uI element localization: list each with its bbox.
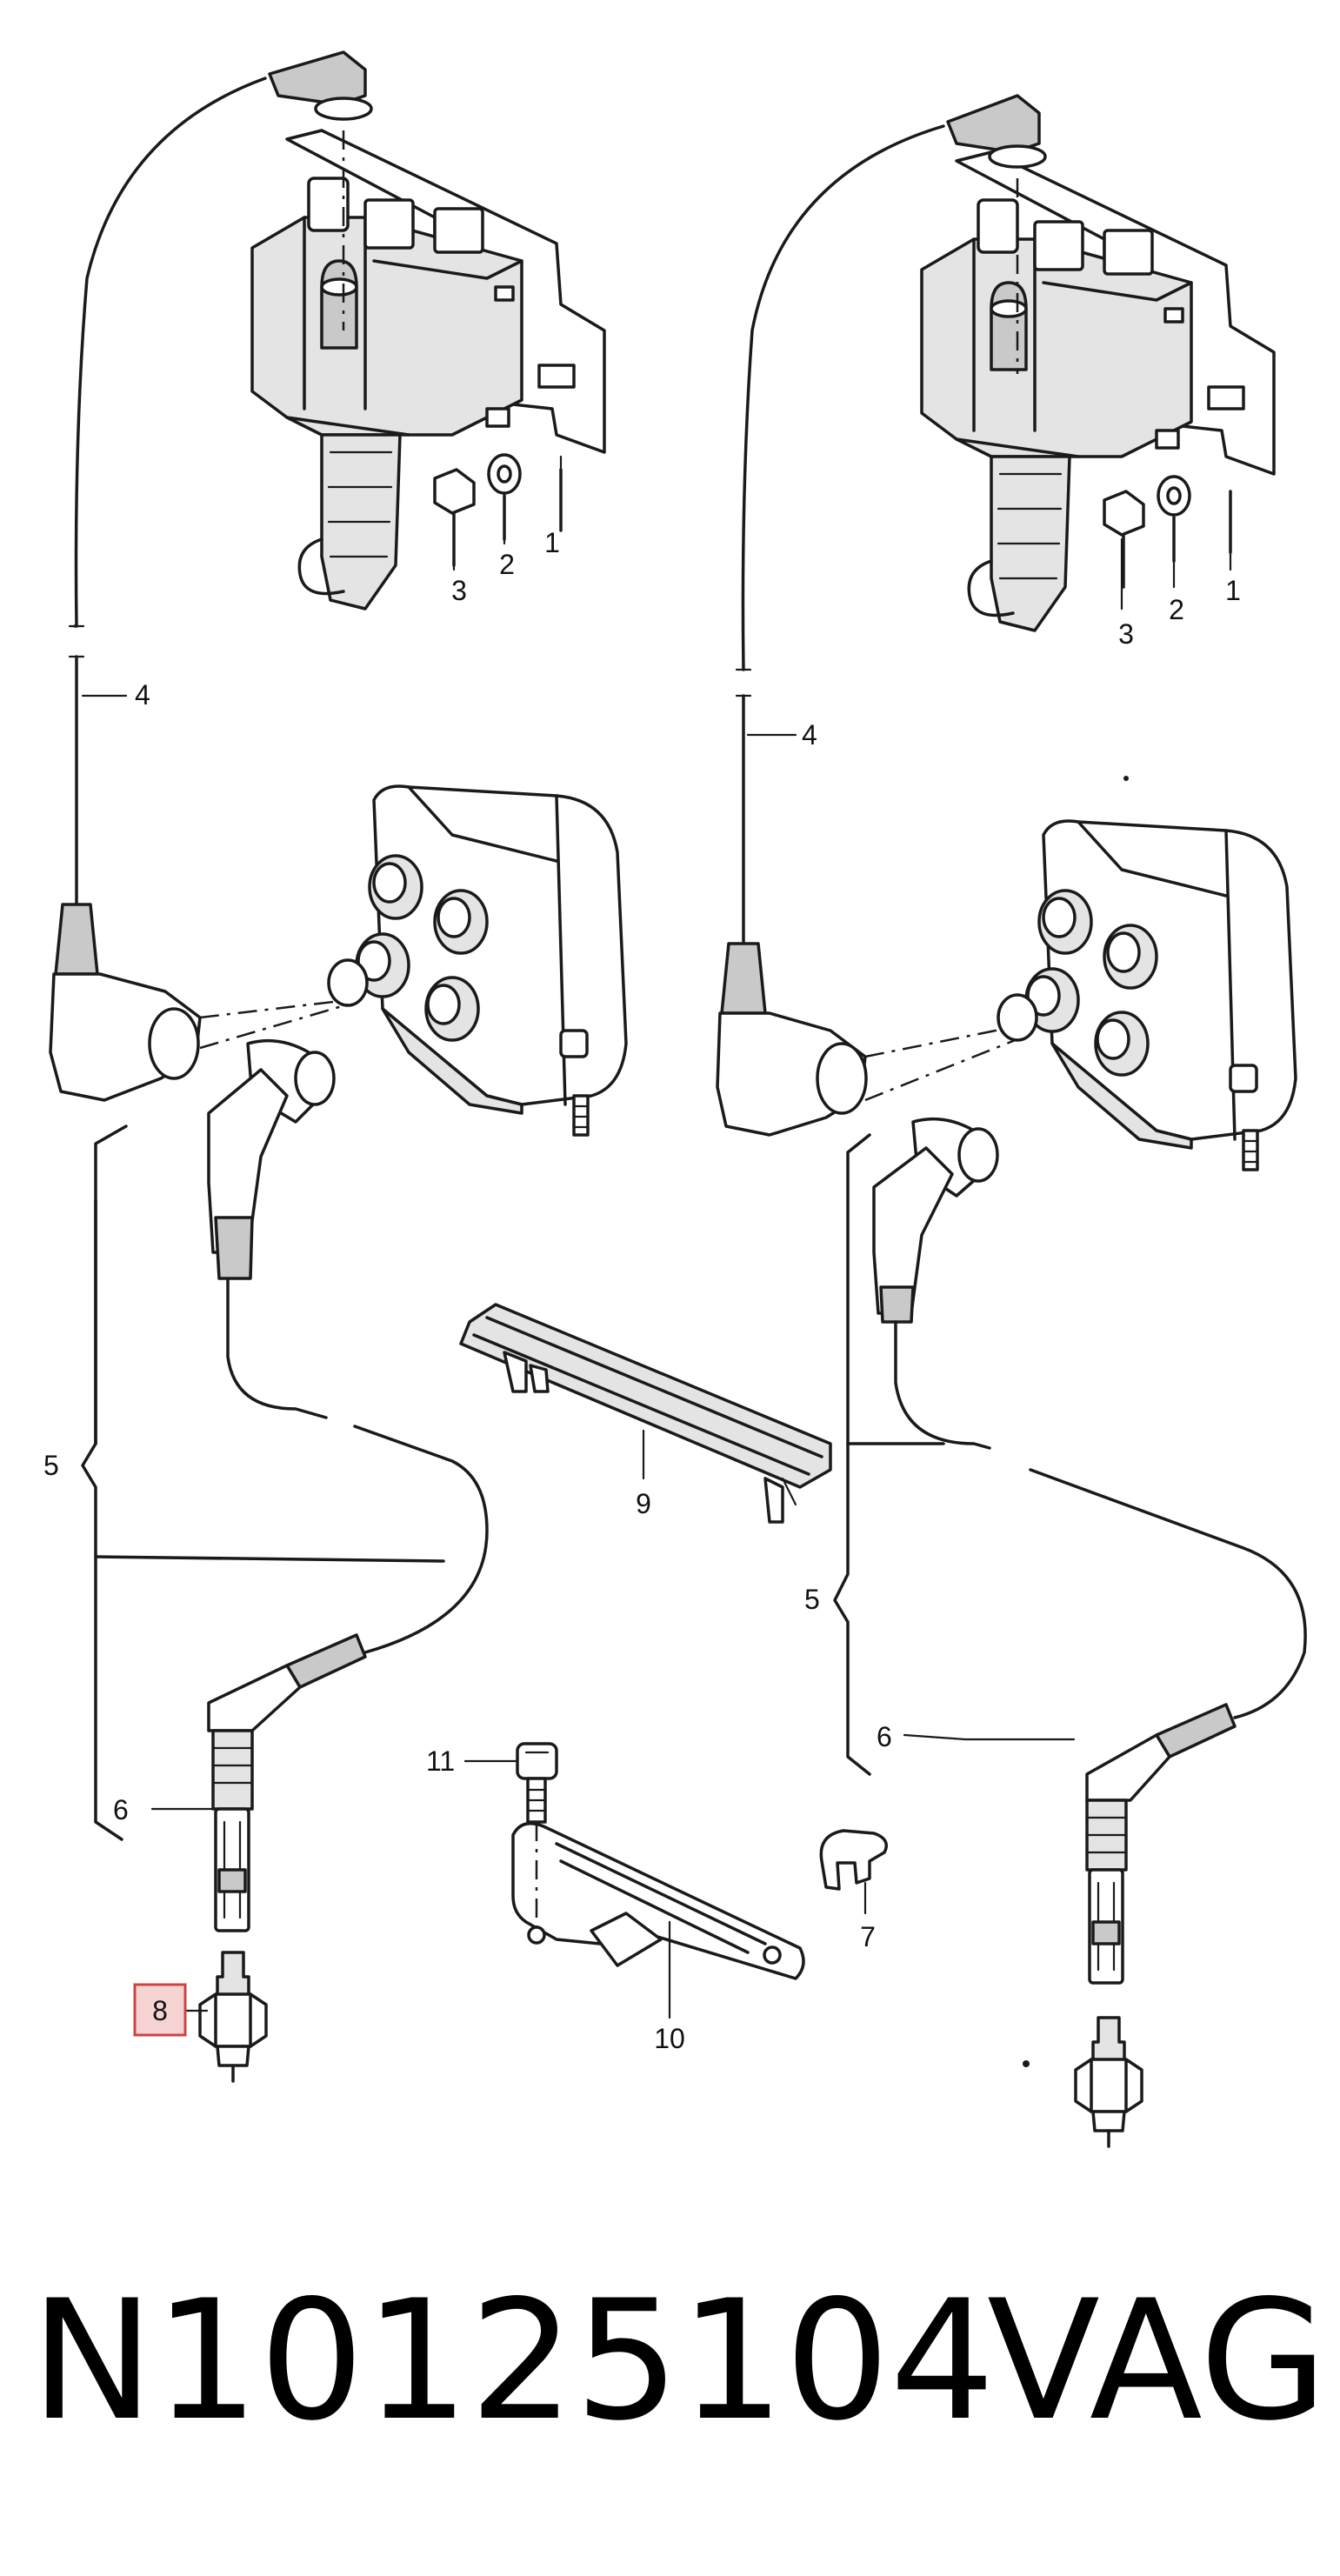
callout-5-right-bracket [833,1133,945,1776]
leader-lines [81,455,1232,2019]
label-9: 9 [636,1488,651,1519]
callout-5-left-bracket [81,1124,445,1841]
left-spark-plug-lead [207,1038,489,1732]
stray-dot [1023,2060,1030,2067]
label-6-left: 6 [113,1794,129,1825]
left-coil-hv-lead [49,50,373,1102]
left-cap-towers [327,854,489,1042]
stray-dot [1123,776,1129,781]
right-ignition-coil [920,150,1276,632]
label-10: 10 [654,2023,685,2054]
label-5-right: 5 [804,1584,820,1615]
left-plug-boot [211,1729,254,1932]
label-2-left: 2 [499,549,515,580]
left-distributor-cap [327,784,628,1137]
right-coil-hv-lead [716,94,1047,1137]
part-11-screw [516,1742,558,1926]
label-4-right: 4 [802,719,817,751]
left-spark-plug [198,1951,268,2083]
label-3-right: 3 [1118,618,1134,650]
label-6-right: 6 [877,1721,892,1752]
label-4-left: 4 [135,679,150,711]
label-2-right: 2 [1169,594,1184,625]
right-plug-boot [1085,1799,1128,1985]
part-10-bracket [511,1821,805,1980]
right-cap-towers [997,889,1158,1077]
footer-part-number: N10125104 [30,2265,995,2457]
footer-brand: VAG [987,2265,1328,2457]
label-11: 11 [426,1745,455,1777]
right-spark-plug [1074,2016,1143,2148]
callout-labels: 1 2 3 4 5 6 9 11 10 7 1 2 3 4 5 6 [43,527,1241,2054]
right-distributor-cap [997,819,1297,1171]
label-3-left: 3 [451,575,467,606]
part-9-rail [459,1303,832,1524]
label-5-left: 5 [43,1450,59,1481]
part-7-clip [819,1829,889,1891]
label-1-left: 1 [544,527,560,558]
label-8: 8 [152,1995,168,2026]
label-7: 7 [860,1921,876,1952]
right-spark-plug-lead [872,1117,1307,1802]
label-1-right: 1 [1225,575,1241,606]
highlight-part-8: 8 [133,1983,187,2037]
